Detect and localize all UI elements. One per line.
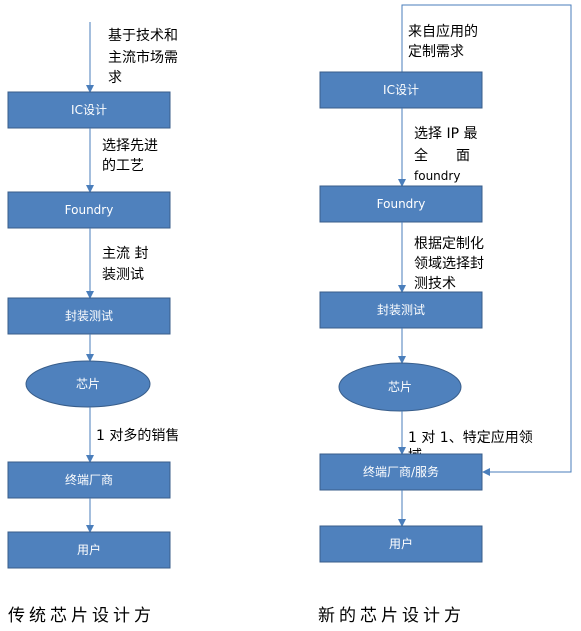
right-vendor-box bbox=[319, 453, 483, 491]
left-chip-ellipse bbox=[25, 360, 151, 408]
right-ic-design-box bbox=[319, 71, 483, 109]
left-chip-label: 芯片 bbox=[76, 377, 100, 391]
left-packaging-label: 封装测试 bbox=[65, 308, 113, 323]
left-sales-note: 1 对多的销售 bbox=[96, 427, 179, 444]
right-input-note: 来自应用的 定制需求 bbox=[408, 23, 482, 60]
right-packaging-note: 根据定制化 领域选择封 测技术 bbox=[414, 236, 488, 292]
left-packaging-box bbox=[7, 297, 171, 335]
right-chip-label: 芯片 bbox=[388, 380, 412, 394]
right-vendor-label: 终端厂商/服务 bbox=[363, 464, 439, 479]
new-flow: 来自应用的 定制需求 IC设计 选择 IP 最 全 面 foundry Foun… bbox=[318, 4, 572, 626]
left-foundry-label: Foundry bbox=[65, 203, 114, 217]
right-chip-ellipse bbox=[338, 362, 462, 412]
right-user-box bbox=[319, 525, 483, 563]
right-user-label: 用户 bbox=[389, 536, 413, 551]
left-user-label: 用户 bbox=[77, 542, 101, 557]
left-ic-design-box bbox=[7, 91, 171, 129]
right-foundry-box bbox=[319, 185, 483, 223]
feedback-loop-arrow bbox=[401, 4, 572, 476]
right-foundry-label: Foundry bbox=[377, 197, 426, 211]
right-packaging-box bbox=[319, 291, 483, 329]
traditional-flow: 基于技术和 主流市场需 求 IC设计 选择先进 的工艺 Foundry 主流 封… bbox=[7, 22, 182, 626]
right-packaging-label: 封装测试 bbox=[377, 302, 425, 317]
left-user-box bbox=[7, 531, 171, 569]
right-caption: 新的芯片设计方 bbox=[318, 606, 465, 626]
right-ip-note: 选择 IP 最 全 面 foundry bbox=[414, 126, 482, 183]
left-foundry-box bbox=[7, 191, 171, 229]
left-caption: 传统芯片设计方 bbox=[8, 606, 155, 626]
left-vendor-label: 终端厂商 bbox=[65, 472, 113, 487]
left-ic-design-label: IC设计 bbox=[71, 103, 107, 117]
right-ic-design-label: IC设计 bbox=[383, 83, 419, 97]
left-process-note: 选择先进 的工艺 bbox=[102, 138, 162, 174]
left-packaging-note: 主流 封 装测试 bbox=[102, 246, 153, 283]
left-vendor-box bbox=[7, 461, 171, 499]
left-input-note: 基于技术和 主流市场需 求 bbox=[108, 27, 182, 86]
